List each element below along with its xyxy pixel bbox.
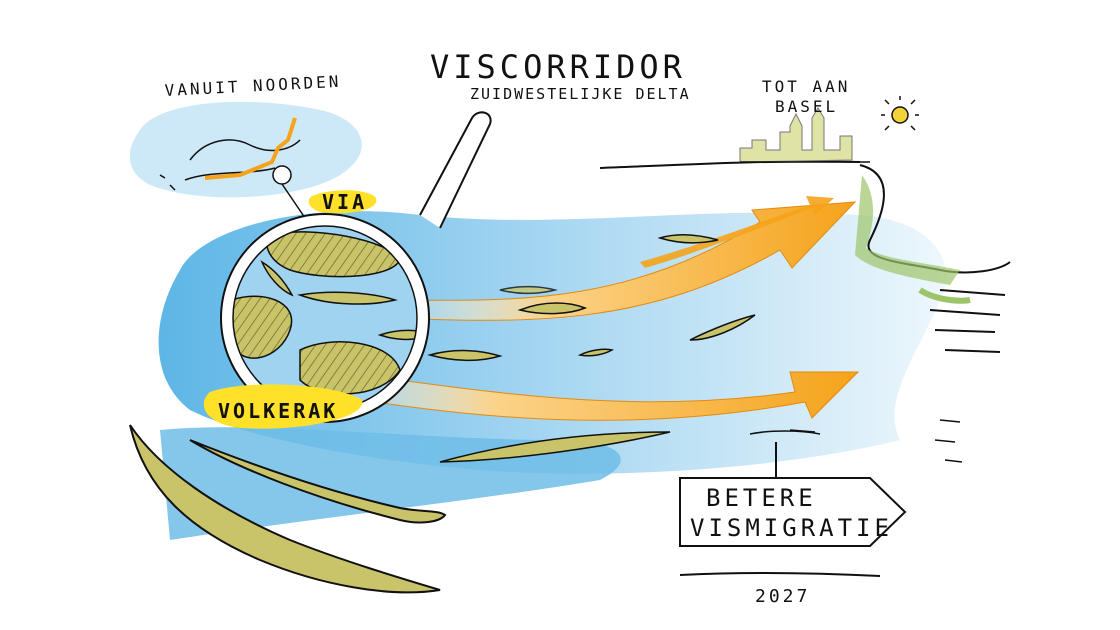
sand-banks — [129, 424, 447, 594]
year-label: 2027 — [755, 586, 810, 607]
right-greenery — [855, 175, 960, 285]
signpost-icon — [679, 430, 907, 547]
right-bank-lines — [929, 289, 1006, 353]
city-skyline-icon — [739, 107, 870, 163]
destination-label-line1: TOT AAN — [762, 77, 850, 96]
origin-label: VANUIT NOORDEN — [164, 72, 342, 100]
via-label: VIA — [322, 190, 367, 214]
route-line — [204, 117, 297, 180]
europe-map-icon — [129, 101, 362, 241]
via-highlight — [308, 190, 377, 214]
sun-icon — [881, 96, 919, 131]
wave-marks — [789, 419, 963, 463]
destination-label-line2: BASEL — [775, 97, 838, 116]
sign-line2: VISMIGRATIE — [690, 514, 893, 542]
subtitle-text: ZUIDWESTELIJKE DELTA — [470, 85, 691, 103]
timeline-line — [679, 571, 881, 577]
sign-line1: BETERE — [706, 484, 817, 512]
location-label: VOLKERAK — [218, 399, 338, 423]
volkerak-highlight — [203, 384, 363, 429]
fish-icon — [427, 233, 756, 463]
far-greenery — [918, 287, 971, 304]
title-text: VISCORRIDOR — [430, 48, 686, 86]
